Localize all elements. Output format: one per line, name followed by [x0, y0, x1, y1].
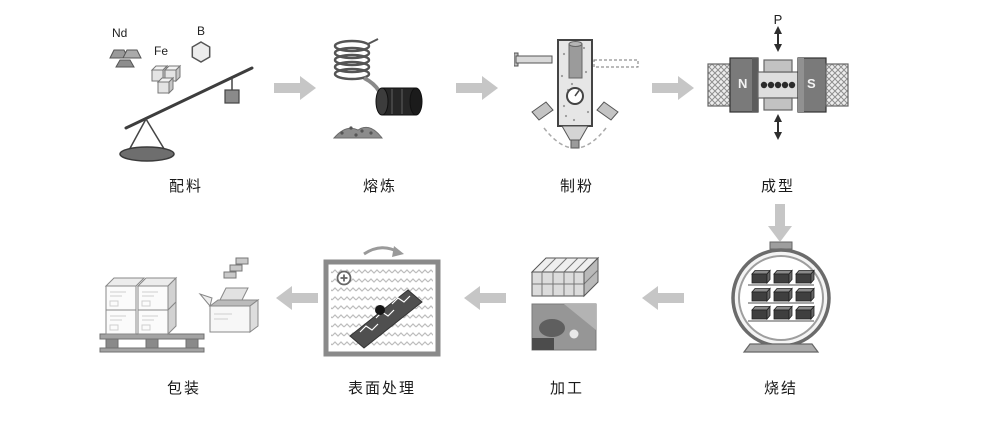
sintering-icon — [731, 241, 831, 353]
open-carton — [198, 257, 260, 333]
step-label-batching: 配料 — [168, 178, 203, 195]
step-label-surface-treatment: 表面处理 — [347, 380, 416, 397]
pressing-icon-area: P N S — [706, 12, 850, 152]
arrow-melting-to-milling — [456, 74, 498, 107]
material-label-fe: Fe — [154, 44, 169, 58]
milling-icon-area — [513, 32, 640, 152]
sintering-icon-area — [718, 240, 844, 358]
right-nozzle — [596, 101, 619, 121]
stacked-boxes — [104, 276, 178, 336]
furnace-charge — [748, 269, 815, 322]
step-label-sintering: 烧结 — [763, 380, 798, 397]
arrow-sintering-to-machining — [642, 284, 684, 317]
step-melting: 熔炼 — [318, 36, 442, 196]
step-label-machining: 加工 — [549, 380, 584, 397]
pressure-arrow-bottom — [774, 114, 782, 140]
step-label-pressing: 成型 — [760, 178, 795, 195]
step-batching: Nd Fe B — [102, 24, 270, 196]
ingot-mold — [375, 87, 423, 116]
pressure-arrow-top — [774, 26, 782, 52]
step-packaging: 包装 — [98, 242, 270, 398]
packaging-icon-area — [98, 242, 270, 360]
batching-icon-area: Nd Fe B — [102, 24, 270, 172]
rotation-arrow — [363, 246, 404, 257]
pressure-label: P — [773, 12, 783, 27]
pole-label-n: N — [738, 76, 748, 91]
machining-icon-area — [526, 242, 608, 356]
arrow-batching-to-melting — [274, 74, 316, 107]
parts-rack — [349, 289, 423, 349]
step-pressing: P N S — [706, 12, 850, 196]
melting-icon — [332, 38, 423, 139]
arrow-milling-to-pressing — [652, 74, 694, 107]
step-label-packaging: 包装 — [166, 380, 201, 397]
pole-label-s: S — [807, 76, 816, 91]
melting-icon-area — [318, 36, 442, 148]
batching-icon — [109, 41, 254, 162]
arrow-machining-to-surface-treatment — [464, 284, 506, 317]
pressing-icon — [707, 26, 849, 140]
alloy-pile — [332, 126, 384, 139]
step-sintering: 烧结 — [718, 240, 844, 398]
step-label-milling: 制粉 — [559, 178, 594, 195]
milling-icon — [513, 39, 639, 149]
nd-ingots — [109, 49, 142, 68]
magnet-block-stack — [530, 256, 600, 298]
b-hexagon — [191, 41, 211, 63]
furnace-base — [742, 343, 820, 353]
arrow-pressing-to-sintering — [766, 204, 794, 247]
step-label-melting: 熔炼 — [362, 178, 397, 195]
pallet — [99, 333, 205, 353]
machining-photo — [531, 303, 597, 351]
machining-icon — [530, 256, 600, 351]
arrow-surface-treatment-to-packaging — [276, 284, 318, 317]
step-milling: 制粉 — [513, 32, 640, 196]
induction-coil — [333, 38, 379, 81]
surface-treatment-icon — [323, 246, 441, 357]
fe-cubes — [150, 64, 182, 95]
press-assembly — [707, 57, 849, 113]
pour-stream — [363, 76, 381, 93]
packaging-icon — [99, 257, 260, 353]
jet-mill — [513, 39, 639, 149]
step-surface-treatment: 表面处理 — [320, 240, 444, 398]
balance-scale — [119, 66, 254, 162]
step-machining: 加工 — [526, 242, 608, 398]
surface-treatment-icon-area — [320, 240, 444, 360]
left-nozzle — [531, 101, 554, 121]
plating-tank — [323, 259, 441, 357]
material-label-b: B — [197, 24, 206, 38]
sintering-furnace — [731, 241, 831, 353]
material-label-nd: Nd — [112, 26, 128, 40]
